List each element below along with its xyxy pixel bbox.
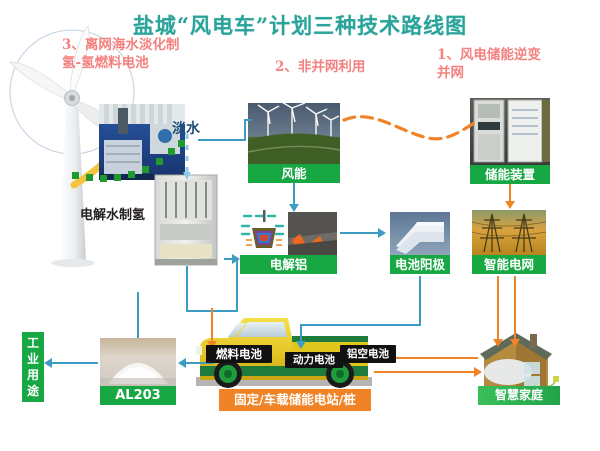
label-industrial-use[interactable]: 工 业 用 途 [22,332,44,402]
connector-aluminum-to-anode [340,232,378,234]
arrow-al2o3-to-industrial [44,358,52,368]
connector-orange-into-truck [211,308,213,342]
node-caption: AL203 [100,386,176,405]
arrow-grid-to-house [493,339,503,347]
node-caption: 电解铝 [240,255,337,274]
connector-grid-house-a [497,276,499,340]
connector-water-to-wind-h2 [244,119,252,121]
connector-anode-to-truck [300,324,302,342]
vlabel-char: 业 [26,352,39,366]
power-pylons-photo [472,210,546,255]
chip-al-air-battery[interactable]: 铝空电池 [340,345,396,363]
connector-wind-to-aluminum [293,183,295,205]
annotation-route-3: 3、离网海水淡化制 氢-氢燃料电池 [62,37,180,72]
connector-anode-down [419,276,421,326]
vlabel-char: 途 [26,384,39,398]
aluminum-electrolysis-photo [240,212,337,255]
label-water-electrolysis-hydrogen: 电解水制氢 [80,208,146,223]
energy-storage-cabinet-photo [470,98,550,165]
annotation-route-2: 2、非并网利用 [275,59,366,75]
node-caption: 风能 [248,164,340,183]
connector-storage-to-grid [509,184,511,202]
battery-anode-photo [390,212,450,255]
arrow-wind-to-aluminum [289,204,299,212]
node-wind-power[interactable]: 风能 [248,103,340,183]
green-dotted-path [72,140,185,182]
node-smart-home[interactable]: 智慧家庭 [478,386,560,405]
connector-grid-house-b [514,276,516,340]
vlabel-char: 工 [26,336,39,350]
node-caption: 电池阳极 [390,255,450,274]
node-battery-anode[interactable]: 电池阳极 [390,212,450,274]
node-energy-storage[interactable]: 储能装置 [470,98,550,184]
node-caption: 智慧家庭 [478,386,560,405]
label-storage-station[interactable]: 固定/车载储能电站/桩 [219,389,371,411]
arrow-house-to-grid [510,339,520,347]
connector-truck-house-b [374,371,478,373]
arrow-truck-to-house [474,367,482,377]
node-smart-grid[interactable]: 智能电网 [472,210,546,274]
connector-electrolyzer-up [236,258,238,312]
connector-truck-to-al2o3 [184,362,214,364]
connector-electrolyzer-down [186,266,188,312]
chip-fuel-cell[interactable]: 燃料电池 [206,345,272,363]
arrow-anode-to-truck [296,341,306,349]
vlabel-char: 用 [26,368,39,382]
connector-truck-house-a [374,357,478,359]
connector-to-al2o3-top [137,292,139,338]
connector-into-aluminum-h [224,258,238,260]
node-caption: 智能电网 [472,255,546,274]
chip-power-battery[interactable]: 动力电池 [285,352,343,368]
label-fresh-water: 淡水 [172,121,200,137]
arrow-storage-to-grid [505,201,515,209]
annotation-route-1: 1、风电储能逆变 并网 [437,47,541,82]
connector-water-to-wind-h [198,139,246,141]
wind-farm-photo [248,103,340,164]
node-al2o3[interactable]: AL203 [100,338,176,405]
arrow-into-aluminum [232,254,240,264]
arrow-truck-to-al2o3 [178,358,186,368]
arrow-aluminum-to-anode [378,228,386,238]
connector-anode-left [300,324,421,326]
connector-water-to-wind-v [244,119,246,141]
white-powder-photo [100,338,176,386]
node-caption: 储能装置 [470,165,550,184]
node-aluminum-electrolysis[interactable]: 电解铝 [240,212,337,274]
connector-al2o3-to-industrial [52,362,98,364]
page-title: 盐城“风电车”计划三种技术路线图 [132,13,468,38]
